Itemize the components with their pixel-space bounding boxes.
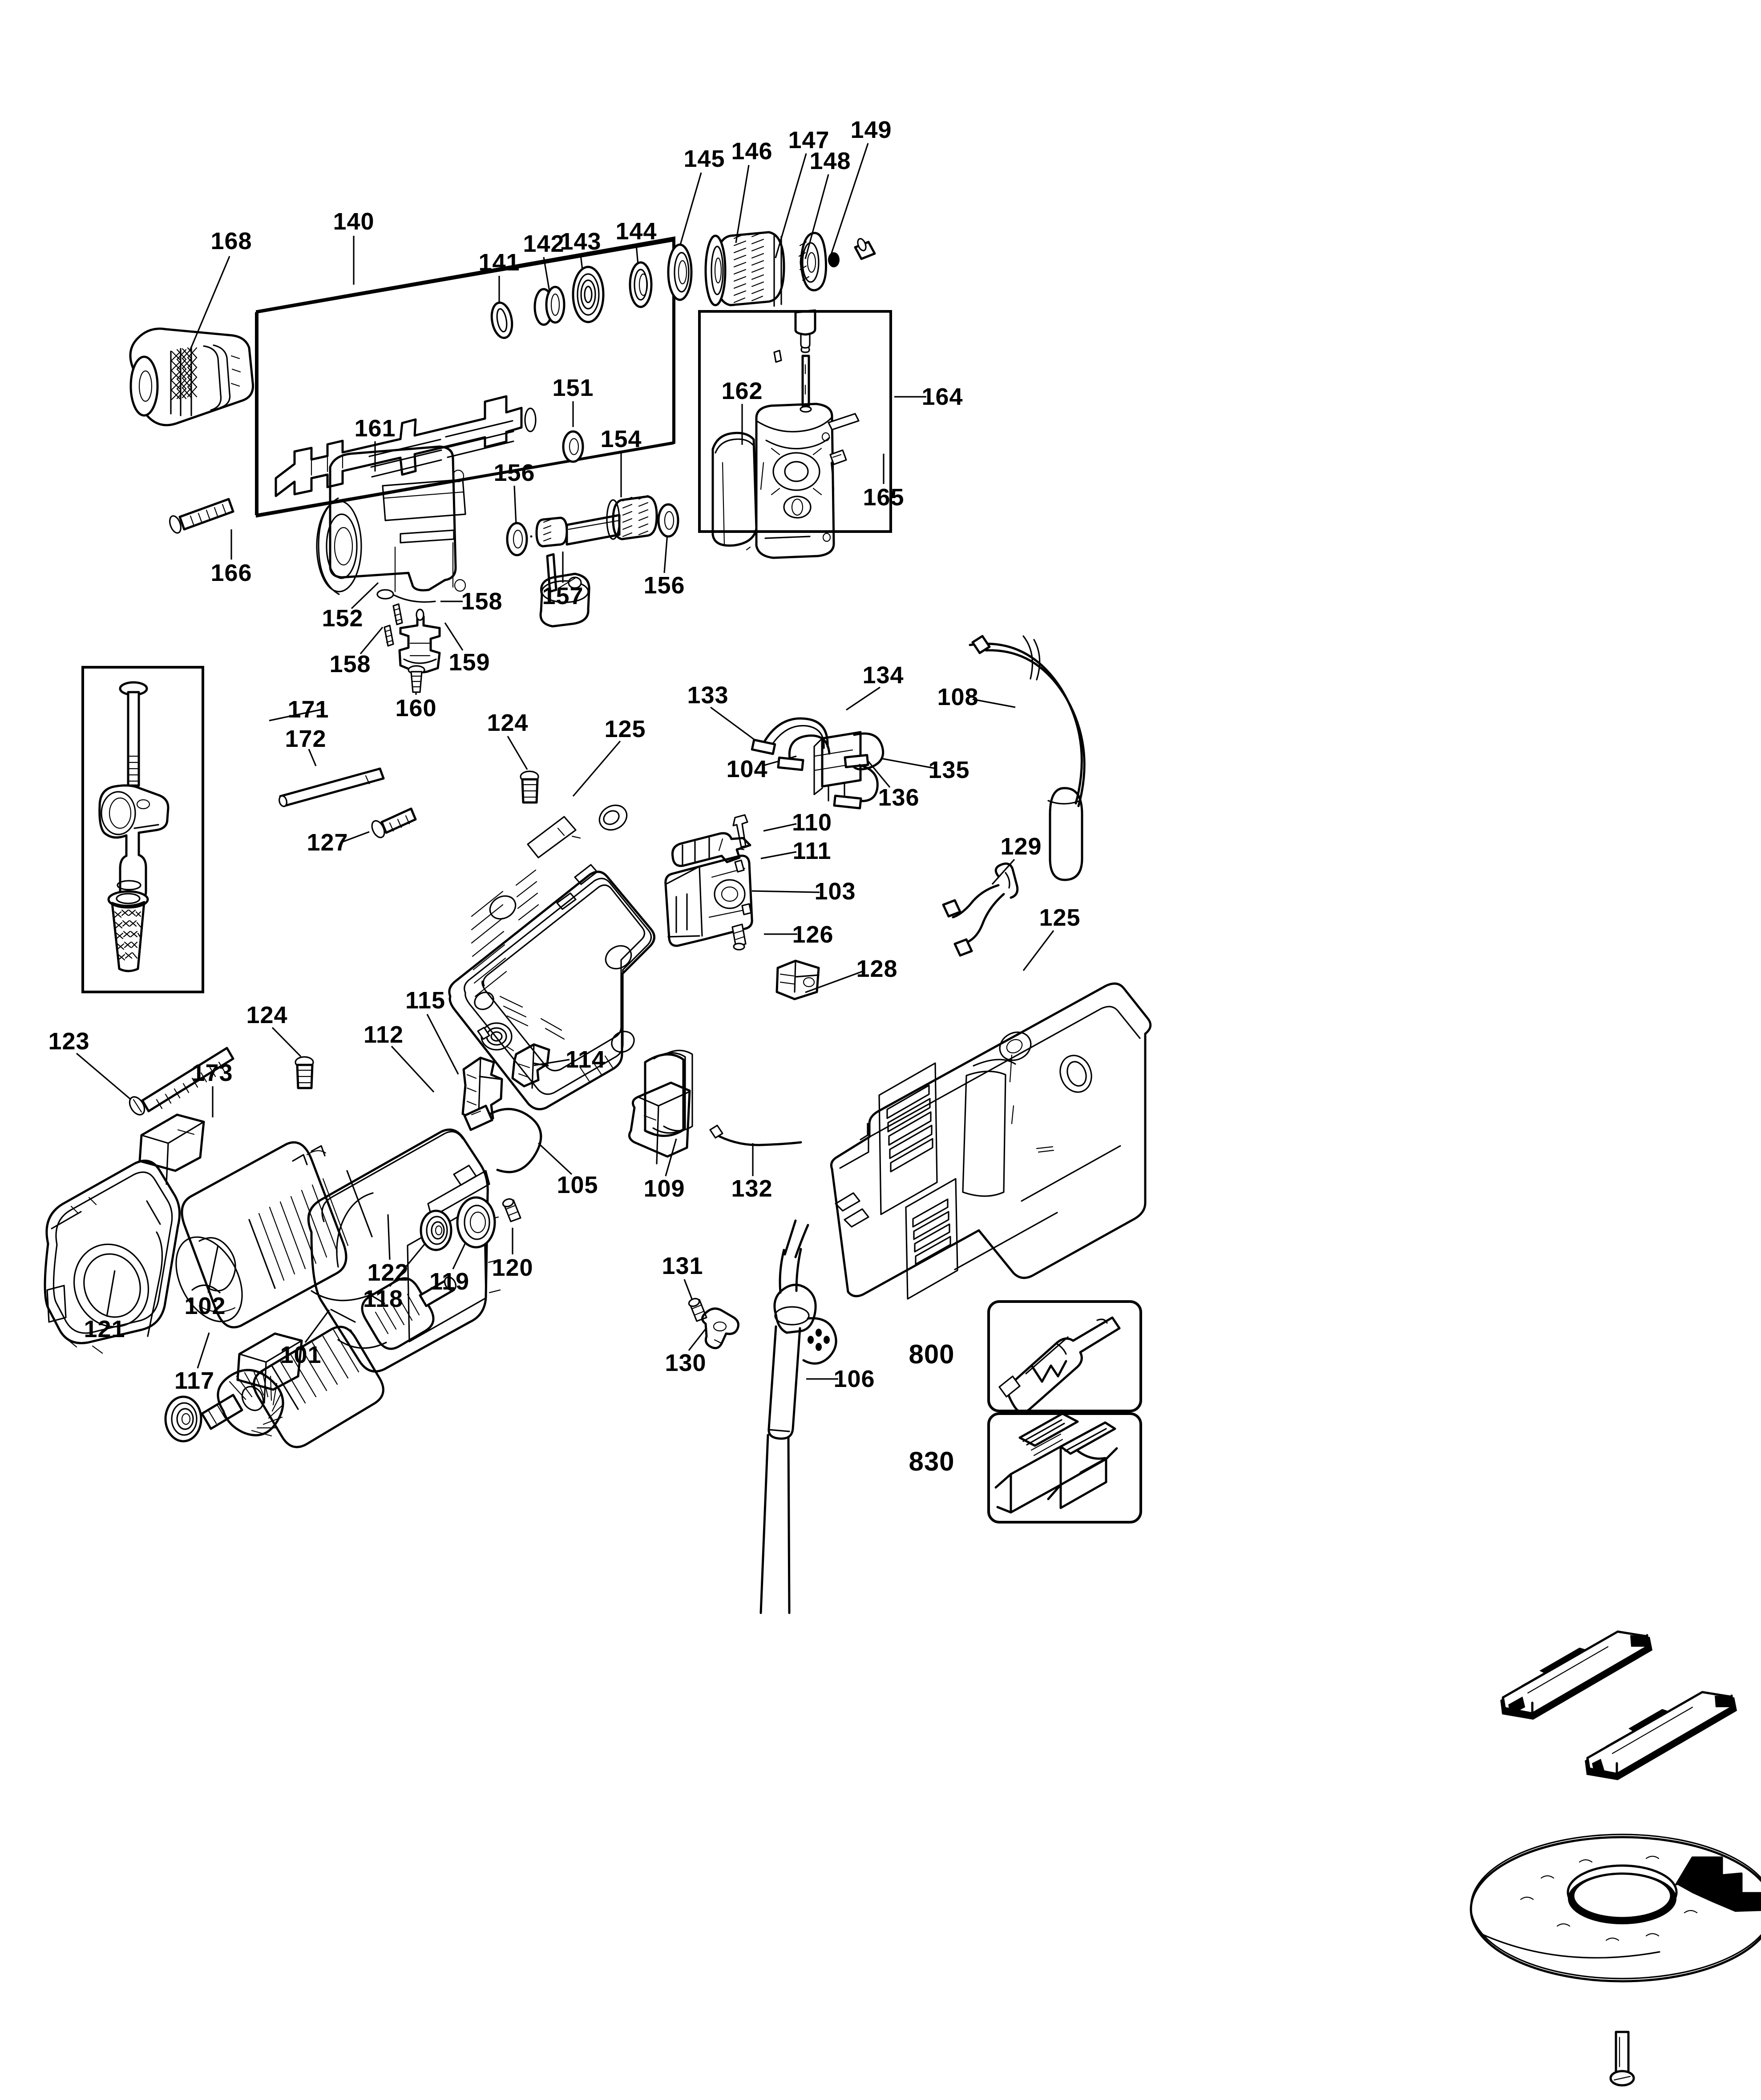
callout-158-left: 158: [329, 651, 371, 677]
callout-112: 112: [363, 1021, 404, 1048]
callout-165: 165: [863, 484, 905, 511]
callout-162: 162: [721, 378, 763, 404]
callout-128: 128: [856, 955, 898, 982]
callout-130: 130: [665, 1350, 707, 1376]
callout-115: 115: [405, 987, 446, 1014]
callout-149: 149: [850, 117, 892, 143]
callout-132: 132: [731, 1175, 773, 1202]
callout-157: 157: [542, 583, 584, 609]
callout-141: 141: [478, 249, 520, 276]
callout-144: 144: [615, 218, 657, 245]
callout-120: 120: [492, 1254, 533, 1281]
callout-129: 129: [1000, 833, 1042, 860]
callout-152: 152: [322, 605, 364, 632]
callout-159: 159: [448, 649, 490, 676]
callout-103: 103: [814, 878, 856, 905]
callout-172: 172: [285, 726, 327, 752]
callout-108: 108: [937, 684, 979, 710]
callout-140: 140: [333, 208, 375, 235]
callout-143: 143: [560, 228, 602, 255]
callout-830: 830: [909, 1447, 955, 1476]
callout-106: 106: [833, 1366, 875, 1392]
callout-146: 146: [731, 138, 773, 165]
callout-156-lower: 156: [643, 572, 685, 599]
callout-121: 121: [84, 1316, 125, 1342]
callout-154: 154: [600, 426, 642, 452]
callout-136: 136: [878, 784, 920, 811]
callout-124-upper: 124: [487, 709, 529, 736]
callout-161: 161: [354, 415, 396, 442]
callout-156-upper: 156: [493, 460, 535, 486]
callout-145: 145: [683, 145, 725, 172]
callout-147: 147: [788, 127, 830, 153]
callout-133: 133: [687, 682, 729, 709]
callout-151: 151: [552, 375, 594, 401]
callout-131: 131: [662, 1253, 703, 1279]
callout-105: 105: [557, 1172, 598, 1198]
callout-119: 119: [429, 1268, 470, 1295]
callout-160: 160: [395, 695, 437, 721]
callout-148: 148: [809, 148, 851, 174]
callout-117: 117: [174, 1367, 215, 1394]
callout-101: 101: [280, 1342, 322, 1368]
callout-111: 111: [792, 838, 832, 864]
callout-125-right: 125: [1039, 904, 1081, 931]
callout-102: 102: [184, 1293, 226, 1319]
callout-124-lower: 124: [246, 1002, 288, 1028]
callout-125-left: 125: [604, 716, 646, 742]
callout-109: 109: [643, 1175, 685, 1202]
callout-168: 168: [210, 228, 252, 254]
callout-114: 114: [565, 1046, 606, 1073]
callout-171: 171: [287, 696, 329, 723]
callout-142: 142: [523, 230, 565, 257]
callout-158-right: 158: [461, 588, 503, 615]
callout-166: 166: [210, 560, 252, 586]
callout-104: 104: [726, 756, 768, 782]
callout-126: 126: [792, 921, 834, 948]
callout-135: 135: [928, 757, 970, 783]
callout-164: 164: [921, 383, 963, 410]
callout-122: 122: [367, 1259, 409, 1286]
callout-110: 110: [792, 809, 832, 836]
callout-800: 800: [909, 1339, 955, 1369]
callout-123: 123: [48, 1028, 90, 1055]
callout-173: 173: [191, 1060, 233, 1086]
callout-127: 127: [307, 829, 348, 856]
callout-118: 118: [363, 1286, 404, 1312]
callout-134: 134: [862, 662, 904, 689]
